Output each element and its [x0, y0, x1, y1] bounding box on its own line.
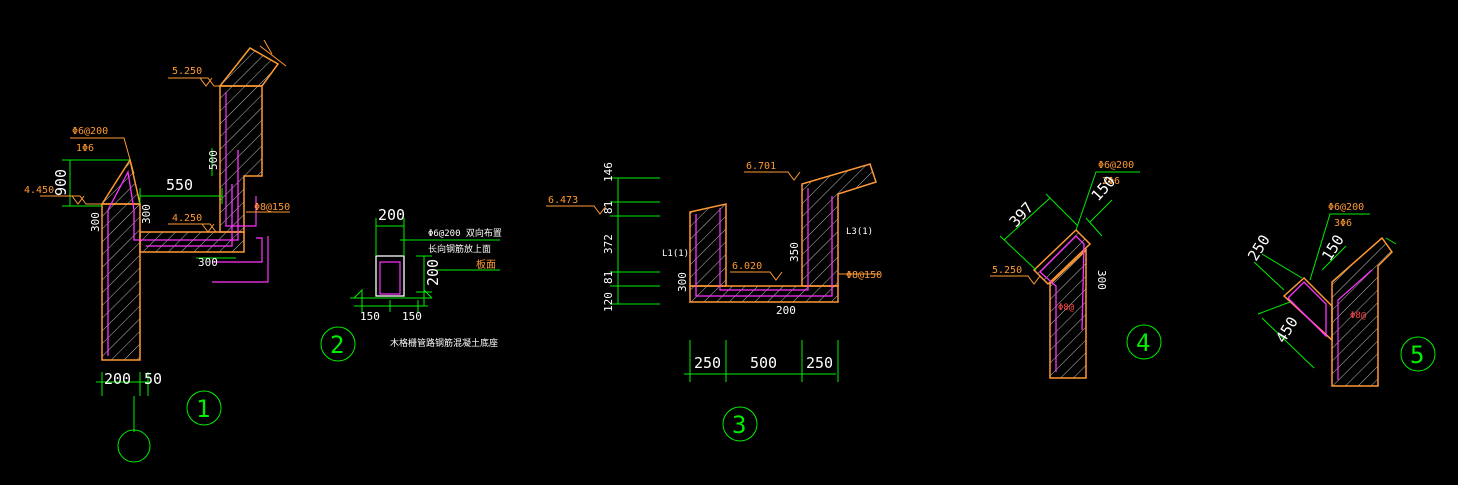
detail-5-dim-250: 250 [1244, 232, 1274, 265]
detail-2-rebar-note: Φ6@200 双向布置 [428, 227, 502, 239]
detail-5-dim-450: 450 [1272, 314, 1302, 347]
detail-3-tag-circle [722, 406, 758, 442]
detail-3-right-wall [801, 163, 877, 287]
detail-3-dim-350: 350 [788, 242, 801, 262]
detail-3-elev-a: 6.473 [548, 195, 578, 206]
detail-2-dim-150a: 150 [360, 310, 380, 323]
detail-3-dim-372: 372 [602, 234, 615, 254]
detail-1-tag: 1 [196, 395, 210, 423]
detail-4-column [1049, 248, 1087, 379]
detail-2-side-label: 板面 [476, 258, 496, 271]
detail-3-dim-500: 500 [750, 354, 777, 372]
detail-1-tag-circle [186, 390, 222, 426]
detail-1-dim-200: 200 [104, 370, 131, 388]
detail-3-dim-81a: 81 [602, 201, 615, 214]
detail-3-base [689, 285, 839, 303]
detail-4-dim-300: 300 [1095, 270, 1108, 290]
detail-2-rebar-note2: 长向钢筋放上面 [428, 243, 491, 255]
detail-4-rebar-label2: 2Φ6 [1102, 176, 1120, 187]
detail-1-rebar-main [107, 150, 239, 356]
detail-2-tag-circle [320, 326, 356, 362]
detail-3-tag: 3 [732, 411, 746, 439]
detail-3-dim-146: 146 [602, 162, 615, 182]
detail-5-tag: 5 [1410, 341, 1424, 369]
detail-4-dim-397: 397 [1006, 198, 1038, 230]
detail-3-beam-r: L3(1) [846, 227, 873, 237]
detail-3-dim-250a: 250 [694, 354, 721, 372]
detail-1-dim-50: 50 [144, 370, 162, 388]
detail-1-dim-300b: 300 [140, 204, 153, 224]
detail-5-tag-circle [1400, 336, 1436, 372]
detail-1-dim-550: 550 [166, 176, 193, 194]
detail-3: 3 6.473 6.701 6.020 Φ8@150 L1(1) L3(1) 1… [546, 161, 882, 442]
detail-3-dim-250b: 250 [806, 354, 833, 372]
detail-4-rebar [1039, 235, 1085, 372]
detail-3-beam-l: L1(1) [662, 249, 689, 259]
detail-1-parapet [100, 158, 141, 205]
detail-3-dim-81b: 81 [602, 271, 615, 284]
detail-1-elev-top: 5.250 [172, 66, 202, 77]
detail-2-dim-200-side: 200 [424, 259, 442, 286]
detail-5: 5 Φ6@200 3Φ6 250 150 450 Φ8@ [1244, 202, 1436, 387]
detail-3-elev-b: 6.701 [746, 161, 776, 172]
detail-3-rebar-main [695, 196, 833, 297]
detail-2-rebar-cage [379, 261, 401, 295]
detail-3-elev-c: 6.020 [732, 261, 762, 272]
detail-1-elev-mid: 4.450 [24, 185, 54, 196]
detail-5-rebar [1287, 281, 1327, 338]
detail-1-rebar-upper [225, 92, 257, 227]
detail-1-top-slope [218, 47, 280, 87]
detail-5-rebar-label: Φ6@200 [1328, 202, 1364, 213]
detail-2-tag: 2 [330, 331, 344, 359]
detail-3-dim-200: 200 [776, 304, 796, 317]
detail-1-axis-bubble [117, 429, 151, 463]
detail-1-rebar-hook2 [212, 236, 269, 283]
detail-2-dim-200-top: 200 [378, 206, 405, 224]
detail-4-elev: 5.250 [992, 265, 1022, 276]
detail-1-rebar-slab [146, 184, 233, 247]
detail-1-dim-500: 500 [207, 150, 220, 170]
detail-1-rebar-top2: 1Φ6 [76, 143, 94, 154]
detail-1-elev-slab: 4.250 [172, 213, 202, 224]
detail-4-rebar-label: Φ6@200 [1098, 160, 1134, 171]
detail-5-rebar-label2: 3Φ6 [1334, 218, 1352, 229]
detail-1-dim-300a: 300 [89, 212, 102, 232]
detail-4-tag: 4 [1136, 329, 1150, 357]
detail-3-rebar-inner [719, 188, 809, 291]
detail-4-upstand [1032, 228, 1092, 286]
detail-4-tag-circle [1126, 324, 1162, 360]
detail-2: 2 200 200 150 150 Φ6@200 双向布置 长向钢筋放上面 板面… [320, 206, 502, 362]
detail-5-rebar2 [1337, 269, 1373, 380]
detail-1-dim-300c: 300 [198, 256, 218, 269]
detail-1-dim-900: 900 [52, 169, 70, 196]
detail-1-rebar-hook [212, 237, 263, 263]
detail-5-red-mark: Φ8@ [1350, 311, 1367, 321]
detail-1: 1 5.250 4.450 4.250 Φ6@200 1Φ6 Φ8@150 55… [24, 39, 290, 463]
detail-3-dim-300: 300 [676, 272, 689, 292]
detail-2-dim-150b: 150 [402, 310, 422, 323]
detail-3-dim-120: 120 [602, 292, 615, 312]
detail-3-rebar: Φ8@150 [846, 270, 882, 281]
detail-2-caption: 木格栅管路钢筋混凝土底座 [390, 337, 498, 349]
detail-1-rebar-side: Φ8@150 [254, 202, 290, 213]
detail-4-red-mark: Φ8@ [1058, 303, 1075, 313]
detail-4: 4 5.250 Φ6@200 2Φ6 397 150 300 Φ8@ [990, 160, 1162, 379]
detail-5-dim-150: 150 [1318, 232, 1348, 265]
detail-1-rebar-top: Φ6@200 [72, 126, 108, 137]
detail-1-slab [139, 231, 245, 253]
detail-5-column [1331, 236, 1393, 387]
detail-2-base [375, 255, 405, 297]
